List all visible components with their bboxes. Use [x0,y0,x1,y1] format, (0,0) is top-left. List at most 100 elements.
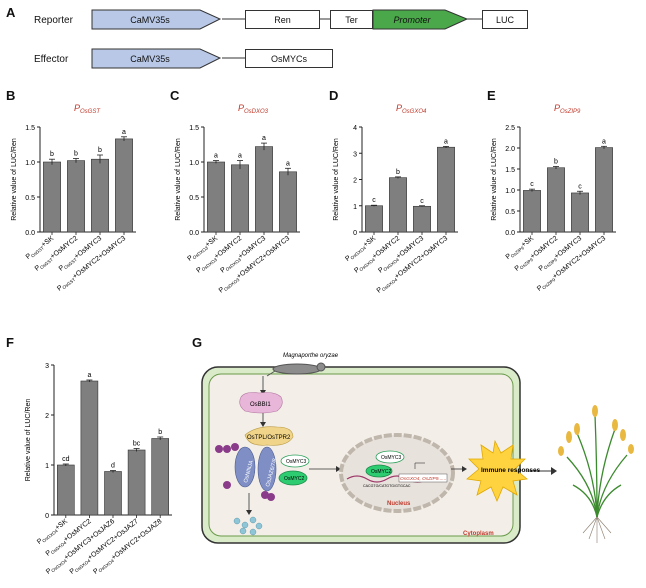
x-tick-label: POsGXO4+OsMYC3 [377,235,425,275]
x-tick-label: POsGXO4+OsMYC2+OsJAZ8 [92,518,164,576]
significance-letter: a [238,153,242,160]
y-tick-label: 1.0 [189,160,199,167]
nucleus-label: Nucleus [387,501,411,507]
bar [207,161,225,233]
significance-letter: d [111,463,115,470]
y-axis-label: Relative value of LUC/Ren [25,399,32,482]
rice-plant-icon [558,405,634,543]
y-tick-label: 1.0 [25,160,35,167]
promoter-arrow [372,9,469,30]
osjaz-shape [257,446,277,492]
x-tick-label: POsGST+OsMYC2 [34,235,80,273]
significance-letter: b [74,151,78,158]
x-tick-label: POsGST+SK [25,235,56,262]
bar [57,464,75,516]
significance-letter: c [372,197,376,204]
y-axis-label: Relative value of LUC/Ren [491,138,498,221]
luc-box: LUC [482,10,528,29]
chart-title: POsGST [74,103,101,115]
chart-title: POsZIP9 [554,103,581,115]
y-tick-label: 2 [353,178,357,185]
osbbi1-label: OsBBI1 [250,402,271,408]
significance-letter: a [602,138,606,145]
significance-letter: bc [133,441,141,448]
bar [547,167,565,233]
x-tick-label: POsGXO4+OsMYC2+OsJAZ7 [69,518,141,576]
osbbi1-shape [239,392,283,414]
x-tick-label: POsZIP9+OsMYC2+OsMYC3 [536,235,608,293]
y-tick-label: 0 [353,230,357,237]
ostpl-label: OsTPL/OsTPR2 [247,435,291,441]
bar [115,138,133,233]
effector-label: Effector [34,54,69,65]
significance-letter: a [262,135,266,142]
x-tick-label: POsGXO4+SK [344,235,378,264]
y-tick-label: 1 [353,204,357,211]
y-tick-label: 2 [45,413,49,420]
osmyc2-nuc-shape [365,464,393,478]
significance-letter: cd [62,456,70,463]
y-tick-label: 2.0 [505,146,515,153]
y-axis-label: Relative value of LUC/Ren [333,138,340,221]
chart-title: POsDXO3 [238,103,269,115]
x-tick-label: POsZIP9+SK [505,235,536,262]
x-tick-label: POsGST+OsMYC3 [58,235,104,273]
x-tick-label: POsGXO4+SK [36,518,70,547]
significance-letter: c [420,198,424,205]
y-tick-label: 3 [45,363,49,370]
y-tick-label: 0.5 [25,195,35,202]
x-tick-label: POsGXO4+OsMYC2 [45,518,93,558]
panel-letter-e: E [487,88,496,103]
promoter-label: Promoter [393,14,431,25]
pathogen-label: Magnaporthe oryzae [283,353,339,359]
ostpl-shape [244,426,294,446]
panel-letter-a: A [6,5,16,20]
osmyc3-nuc-shape [375,450,405,464]
ter-box: Ter [330,10,373,29]
y-tick-label: 0.0 [189,230,199,237]
reporter-label: Reporter [34,15,73,26]
bar [231,164,249,233]
osmyc2-cyto-shape [278,470,308,486]
bar [104,471,122,516]
degradation-fragments [233,516,263,536]
x-tick-label: POsDXO3+SK [186,235,219,263]
bar [43,161,61,233]
osninja-shape [234,446,256,488]
significance-letter: c [578,183,582,190]
osmyc2-nuc-label: OsMYC2 [371,469,392,475]
y-tick-label: 0.0 [505,230,515,237]
osmyc2-cyto-label: OsMYC2 [284,476,305,482]
panel-letter-f: F [6,335,14,350]
significance-letter: b [98,147,102,154]
significance-letter: b [50,151,54,158]
x-tick-label: POsDXO3+OsMYC2 [195,235,243,275]
y-tick-label: 3 [353,151,357,158]
panel-letter-g: G [192,335,203,350]
y-tick-label: 0.5 [189,195,199,202]
x-tick-label: POsGXO4+OsMYC3+OsJAZ6 [45,518,117,576]
x-tick-label: POsZIP9+OsMYC2 [514,235,560,273]
immune-burst [466,439,528,503]
significance-letter: b [396,169,400,176]
target-genes-label: OsGXO4, OsZIP9...... [400,476,446,482]
nucleus [339,433,455,513]
ren-box: Ren [245,10,320,29]
significance-letter: b [158,429,162,436]
bar [151,438,169,516]
bar [91,158,109,233]
osmycs-box: OsMYCs [245,49,333,68]
y-tick-label: 1.5 [505,167,515,174]
panel-letter-c: C [170,88,180,103]
panel-letter-b: B [6,88,16,103]
osmyc3-cyto-shape [280,454,310,468]
y-axis-label: Relative value of LUC/Ren [175,138,182,221]
bar [595,147,613,233]
construct-lines [91,9,482,69]
y-tick-label: 0.0 [25,230,35,237]
y-tick-label: 1.5 [189,125,199,132]
y-tick-label: 0 [45,513,49,520]
y-tick-label: 4 [353,125,357,132]
bar [67,160,85,233]
x-tick-label: POsGXO4+OsMYC2+OsMYC3 [376,235,450,295]
